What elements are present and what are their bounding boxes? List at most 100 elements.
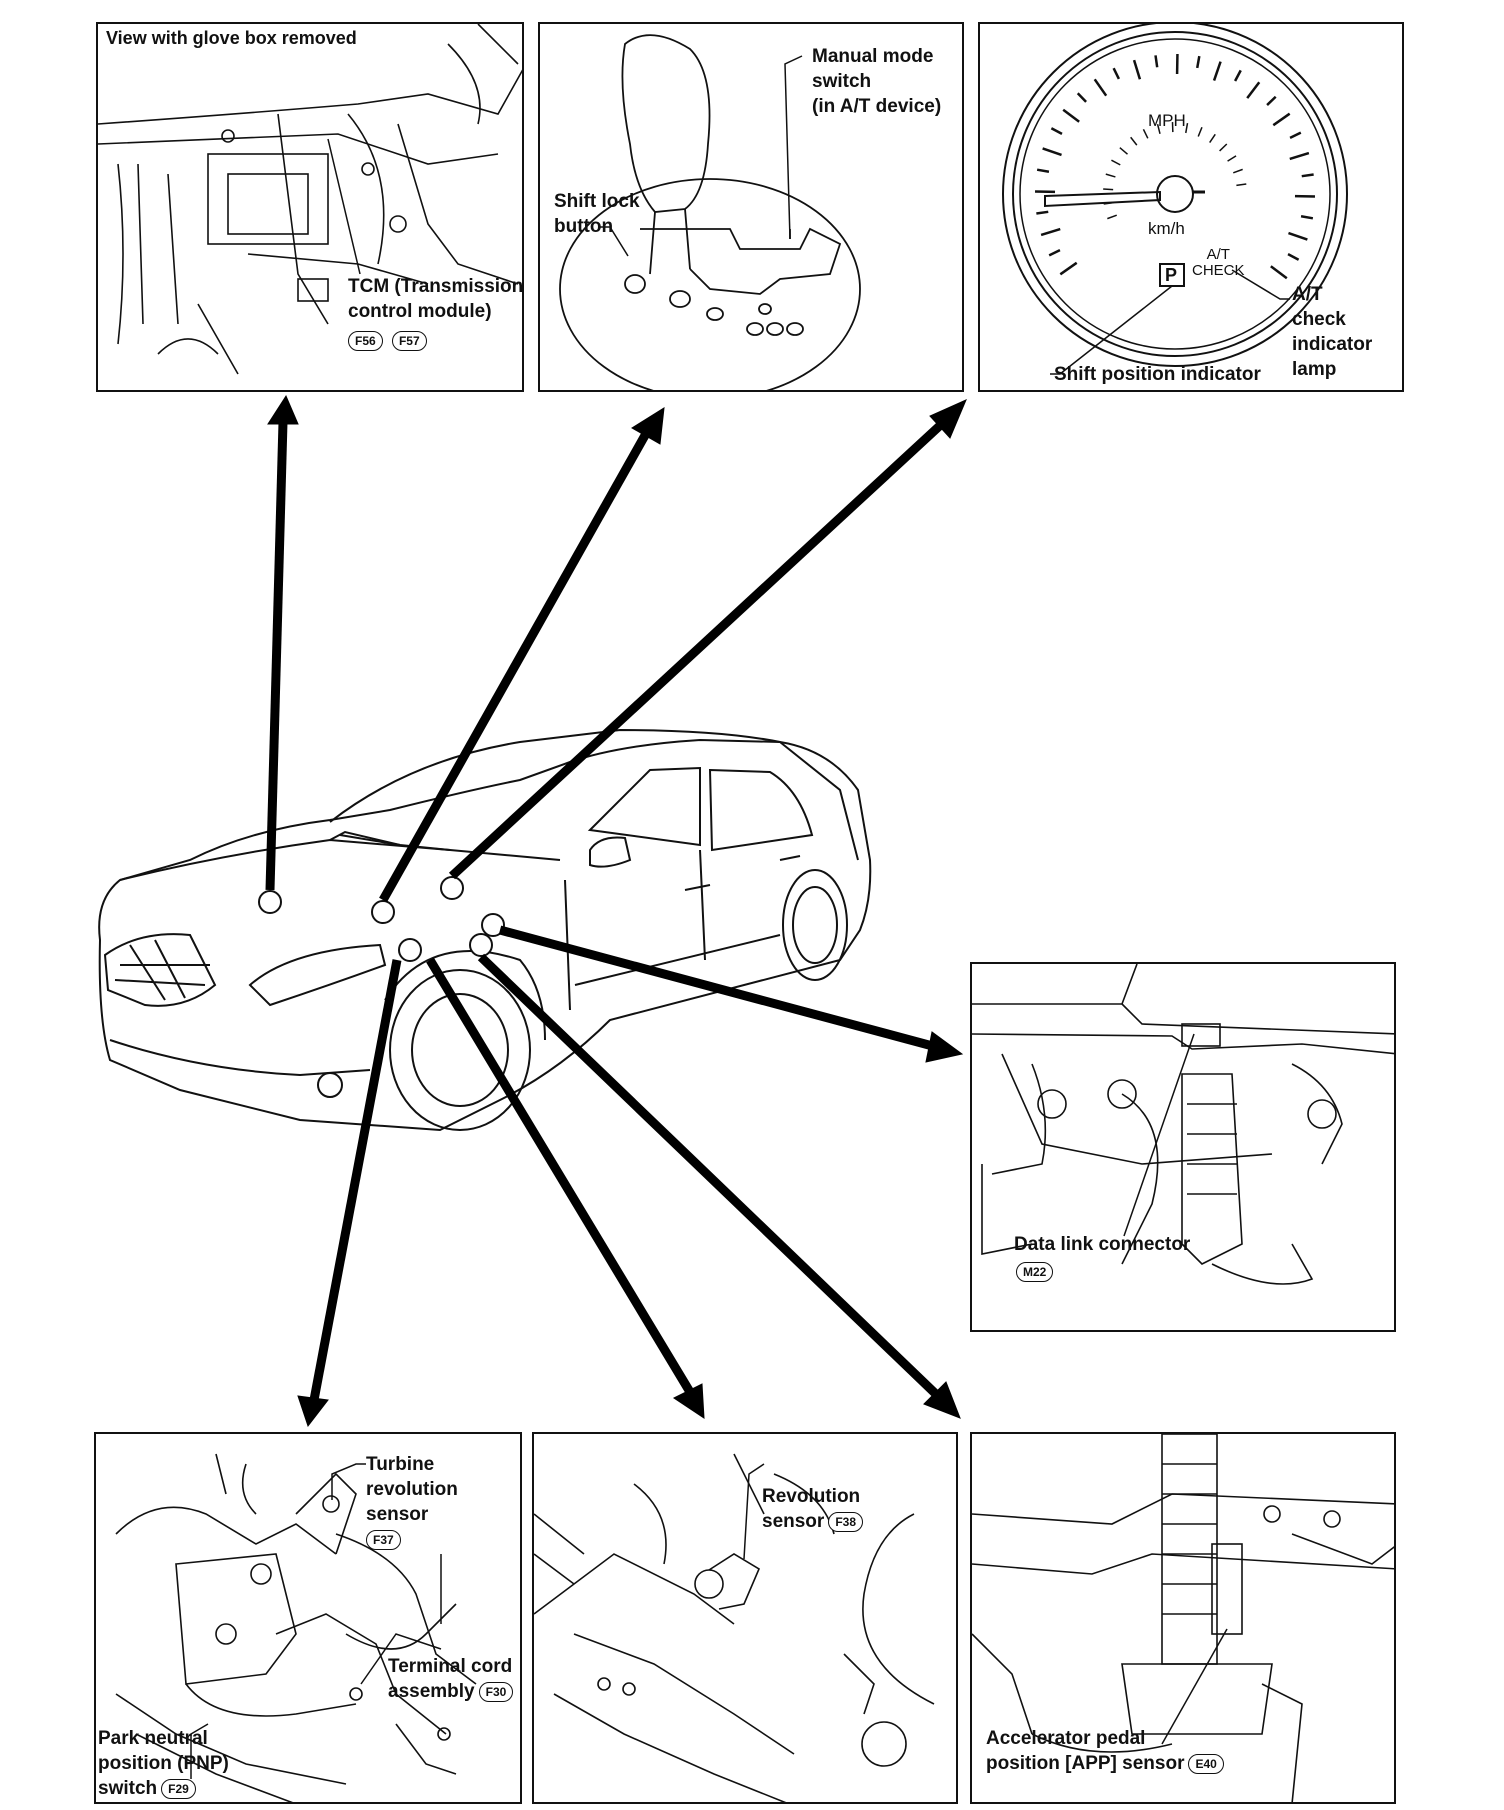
kmh-tick [1219, 143, 1228, 152]
car-headlight [248, 943, 387, 1007]
connector-f37: F37 [366, 1529, 401, 1550]
speedometer-tick [1093, 78, 1108, 97]
speedometer-tick [1062, 108, 1080, 123]
marker-app [469, 933, 493, 957]
dlc-label: Data link connector [1014, 1234, 1191, 1255]
turbine-line-3: sensor [366, 1504, 429, 1525]
speedometer-tick [1050, 127, 1063, 136]
dlc-drawing [972, 964, 1394, 1285]
speedometer-tick [1287, 252, 1300, 261]
gear-letter: P [1165, 265, 1178, 285]
manual-mode-line-2: switch [812, 71, 872, 92]
connector-f38: F38 [828, 1511, 863, 1532]
speedometer-tick [1112, 67, 1121, 80]
speedometer-tick [1289, 151, 1310, 161]
car-grille [103, 933, 217, 1007]
speedometer-tick [1195, 55, 1201, 69]
connector-f30: F30 [478, 1681, 514, 1702]
kmh-tick [1236, 183, 1247, 187]
kmh-tick [1105, 173, 1116, 178]
speedometer-tick [1270, 265, 1288, 280]
connector-f56: F56 [348, 330, 383, 351]
lamp-line-3: indicator [1292, 334, 1373, 355]
car-front-wheel [389, 969, 531, 1131]
speedometer-tick [1301, 173, 1314, 178]
at-check-text: A/T CHECK [1192, 247, 1245, 279]
speedometer-tick [1036, 168, 1050, 174]
connector-e40: E40 [1188, 1753, 1224, 1774]
revolution-drawing [534, 1453, 935, 1802]
panel-meter: MPH km/h A/T CHECK P A/T check indicator… [978, 22, 1404, 392]
lamp-label: A/T check indicator lamp [1292, 282, 1372, 382]
kmh-tick [1185, 122, 1189, 134]
shift-lock-line-1: Shift lock [554, 191, 640, 212]
marker-dlc [481, 913, 505, 937]
speedometer-tick [1048, 248, 1061, 257]
tcm-header: View with glove box removed [106, 28, 357, 48]
connector-f57: F57 [391, 330, 427, 351]
speedometer-tick [1300, 214, 1314, 220]
panel-pnp: Turbine revolution sensor F37 Terminal c… [94, 1432, 522, 1804]
kmh-tick [1103, 201, 1114, 205]
turbine-line-2: revolution [366, 1479, 458, 1500]
pnp-line-3: switch [98, 1778, 158, 1799]
shift-lock-label: Shift lock button [554, 189, 640, 239]
kmh-tick [1107, 214, 1117, 220]
at-check-line-2: CHECK [1192, 262, 1245, 279]
terminal-cord-line-1: Terminal cord [388, 1656, 513, 1677]
app-line-1: Accelerator pedal [986, 1728, 1146, 1749]
connector-f29: F29 [161, 1778, 196, 1799]
speedometer-tick [1246, 81, 1261, 99]
mph-label: MPH [1148, 111, 1186, 130]
lamp-line-4: lamp [1292, 359, 1337, 380]
marker-meter [440, 876, 464, 900]
speedometer-tick [1042, 147, 1062, 157]
arrow-to-pnp [309, 959, 402, 1401]
pnp-line-1: Park neutral [98, 1728, 208, 1749]
speedometer-tick [1059, 261, 1078, 276]
panel-dlc: Data link connector M22 [970, 962, 1396, 1332]
car-hood [119, 838, 561, 881]
app-drawing [972, 1434, 1394, 1802]
manual-mode-line-3: (in A/T device) [812, 96, 942, 117]
marker-shifter [371, 900, 395, 924]
tcm-drawing [98, 24, 522, 375]
car-window-front [587, 766, 701, 847]
speedometer-tick [1040, 227, 1061, 237]
lamp-line-1: A/T [1292, 284, 1323, 305]
speedometer-tick [1233, 69, 1242, 82]
car-foglight [317, 1072, 343, 1098]
speedometer-tick [1132, 59, 1142, 80]
manual-mode-label: Manual mode switch (in A/T device) [812, 44, 941, 119]
arrow-to-dlc [498, 925, 942, 1053]
app-line-2: position [APP] sensor [986, 1753, 1185, 1774]
marker-tcm [258, 890, 282, 914]
car-wiper [339, 834, 451, 851]
car-roof [329, 728, 859, 861]
speedometer-tick [1154, 55, 1159, 68]
kmh-label: km/h [1148, 219, 1185, 238]
arrow-to-tcm [265, 421, 288, 891]
manual-mode-line-1: Manual mode [812, 46, 934, 67]
kmh-tick [1119, 147, 1128, 155]
tcm-label-line-2: control module) [348, 301, 492, 322]
car-rear-wheel [782, 869, 848, 981]
kmh-tick [1209, 133, 1216, 144]
shift-lock-line-2: button [554, 216, 614, 237]
car-window-rear [708, 768, 814, 852]
shift-position-label: Shift position indicator [1054, 364, 1261, 385]
kmh-tick [1142, 128, 1149, 139]
speedometer-tick [1076, 92, 1087, 103]
kmh-tick [1227, 155, 1237, 162]
turbine-label: Turbine revolution sensor F37 [366, 1452, 458, 1552]
arrow-to-revolution [426, 957, 694, 1395]
at-check-line-1: A/T [1206, 246, 1230, 263]
revolution-line-2: sensor [762, 1511, 825, 1532]
shifter-drawing [559, 34, 861, 390]
lamp-line-2: check [1292, 309, 1346, 330]
arrow-to-meter [448, 416, 950, 880]
